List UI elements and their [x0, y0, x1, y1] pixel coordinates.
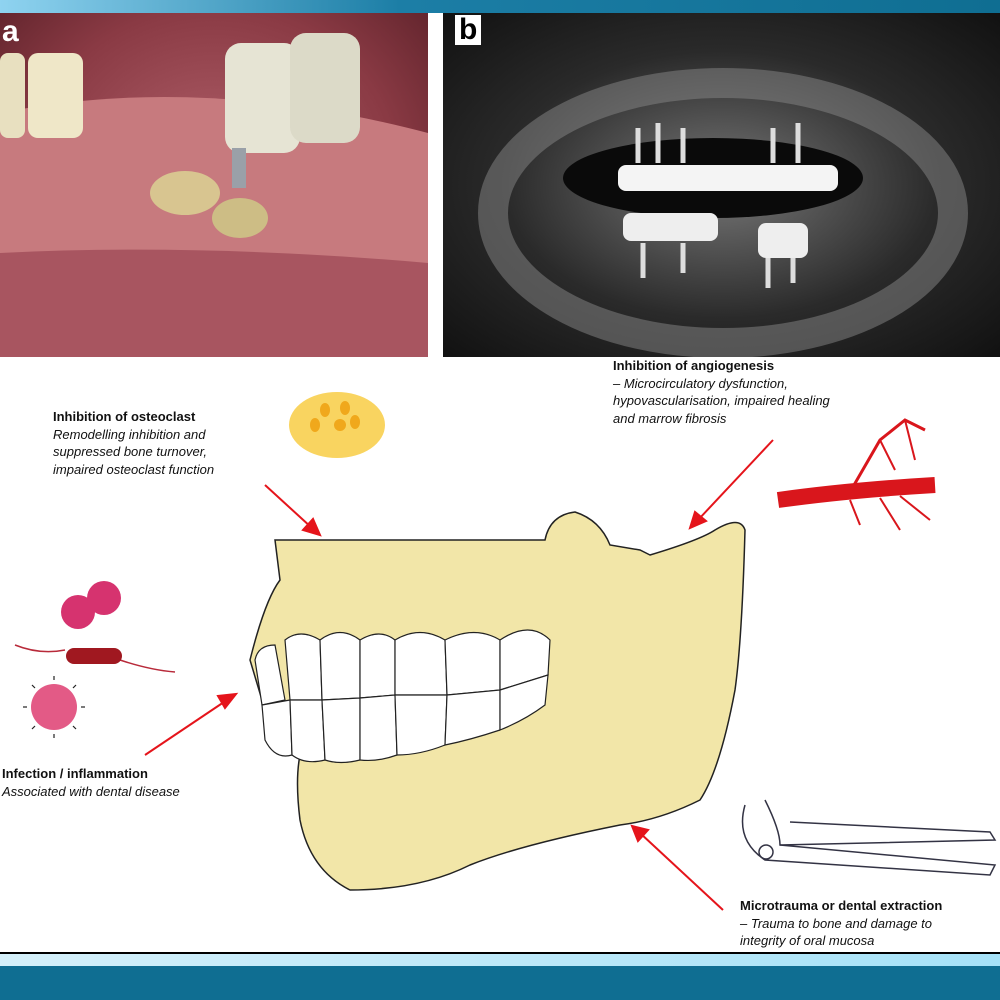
clinical-photo-panel: a	[0, 13, 428, 357]
microtrauma-line: – Trauma to bone and damage to	[740, 915, 932, 931]
angiogenesis-title: Inhibition of angiogenesis	[613, 358, 775, 373]
panel-b-label: b	[455, 15, 482, 45]
osteoclast-icon	[289, 392, 385, 458]
infection-line: Associated with dental disease	[2, 783, 180, 799]
bacteria-icons	[14, 581, 176, 738]
footer-light-band	[0, 954, 1000, 966]
microtrauma-line: integrity of oral mucosa	[740, 933, 875, 948]
footer-banner	[0, 966, 1000, 1000]
angiogenesis-line: – Microcirculatory dysfunction,	[613, 375, 788, 391]
panel-a-label: a	[2, 15, 19, 48]
teeth	[254, 629, 551, 764]
xray-illustration	[478, 68, 968, 357]
infection-title: Infection / inflammation	[2, 766, 148, 781]
angiogenesis-annotation: Inhibition of angiogenesis – Microcircul…	[613, 357, 830, 427]
angiogenesis-line: hypovascularisation, impaired healing	[613, 393, 830, 408]
osteoclast-title: Inhibition of osteoclast	[53, 409, 196, 424]
angiogenesis-line: and marrow fibrosis	[613, 410, 727, 426]
top-banner	[0, 0, 1000, 13]
arrows	[144, 439, 774, 911]
microtrauma-title: Microtrauma or dental extraction	[740, 898, 943, 913]
osteoclast-line: impaired osteoclast function	[53, 461, 215, 477]
blood-vessel-icon	[776, 418, 936, 531]
osteoclast-line: suppressed bone turnover,	[53, 444, 207, 459]
osteoclast-line: Remodelling inhibition and	[53, 426, 206, 442]
extraction-forceps-icon	[741, 799, 997, 876]
panoramic-xray-panel: b	[443, 13, 1000, 357]
infection-annotation: Infection / inflammation Associated with…	[2, 765, 180, 800]
microtrauma-annotation: Microtrauma or dental extraction – Traum…	[740, 897, 942, 950]
osteoclast-annotation: Inhibition of osteoclast Remodelling inh…	[53, 408, 214, 478]
divider	[0, 952, 1000, 954]
oral-photo-illustration	[0, 33, 428, 357]
